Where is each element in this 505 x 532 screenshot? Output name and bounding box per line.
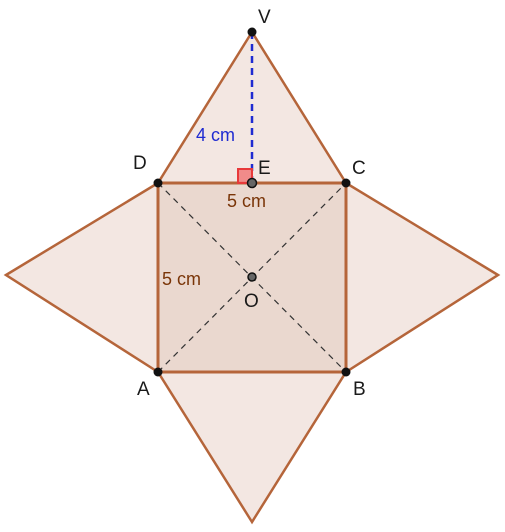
point-a [153, 367, 163, 377]
label-c: C [352, 158, 366, 179]
right-face-triangle [344, 180, 501, 375]
label-a: A [137, 379, 150, 400]
height-label: 4 cm [196, 125, 235, 145]
label-o: O [244, 291, 259, 312]
label-b: B [353, 379, 366, 400]
point-v [247, 27, 257, 37]
point-d [153, 178, 163, 188]
label-d: D [133, 153, 147, 174]
label-e: E [258, 158, 271, 179]
left-face-triangle [3, 180, 160, 375]
point-b [341, 367, 351, 377]
point-e [246, 177, 258, 189]
side-dc-label: 5 cm [227, 191, 266, 211]
bottom-face-triangle [155, 370, 349, 525]
point-o [247, 272, 257, 282]
label-v: V [258, 7, 271, 28]
side-ad-label: 5 cm [162, 269, 201, 289]
point-c [341, 178, 351, 188]
